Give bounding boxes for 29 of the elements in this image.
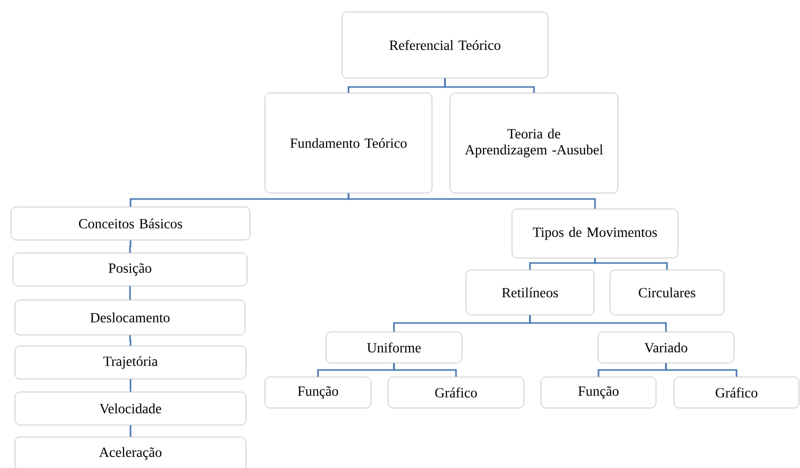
chart-box: Retilíneos — [466, 270, 594, 316]
chart-box: Trajetória — [14, 346, 246, 380]
chart-box: Deslocamento — [14, 300, 246, 336]
chart-box: Referencial Teórico — [342, 12, 548, 78]
chart-box: Função — [264, 376, 372, 408]
chart-box: Posição — [12, 252, 248, 286]
chart-box: Velocidade — [14, 392, 246, 426]
chart-box: Gráfico — [674, 376, 800, 408]
connector-line — [129, 335, 132, 346]
chart-box: Variado — [598, 332, 734, 364]
connector-line — [444, 78, 535, 93]
connector-line — [129, 240, 132, 253]
connector-line — [348, 193, 596, 209]
chart-box: Gráfico — [388, 376, 524, 408]
chart-box: Fundamento Teórico — [264, 92, 432, 194]
connector-line — [594, 258, 668, 270]
chart-box: Circulares — [610, 270, 724, 316]
chart-box: Conceitos Básicos — [10, 206, 250, 240]
connector-line — [129, 286, 131, 300]
connector-line — [529, 315, 667, 332]
chart-box: Tipos de Movimentos — [512, 208, 678, 258]
chart-box: Aceleração — [14, 436, 246, 468]
chart-box: Função — [540, 376, 656, 408]
connector-line — [665, 363, 738, 377]
connector-line — [130, 379, 132, 392]
connector-line — [393, 363, 457, 377]
connector-line — [130, 425, 132, 437]
chart-box: Uniforme — [326, 332, 462, 364]
chart-box: Teoria de Aprendizagem -Ausubel — [450, 92, 618, 194]
